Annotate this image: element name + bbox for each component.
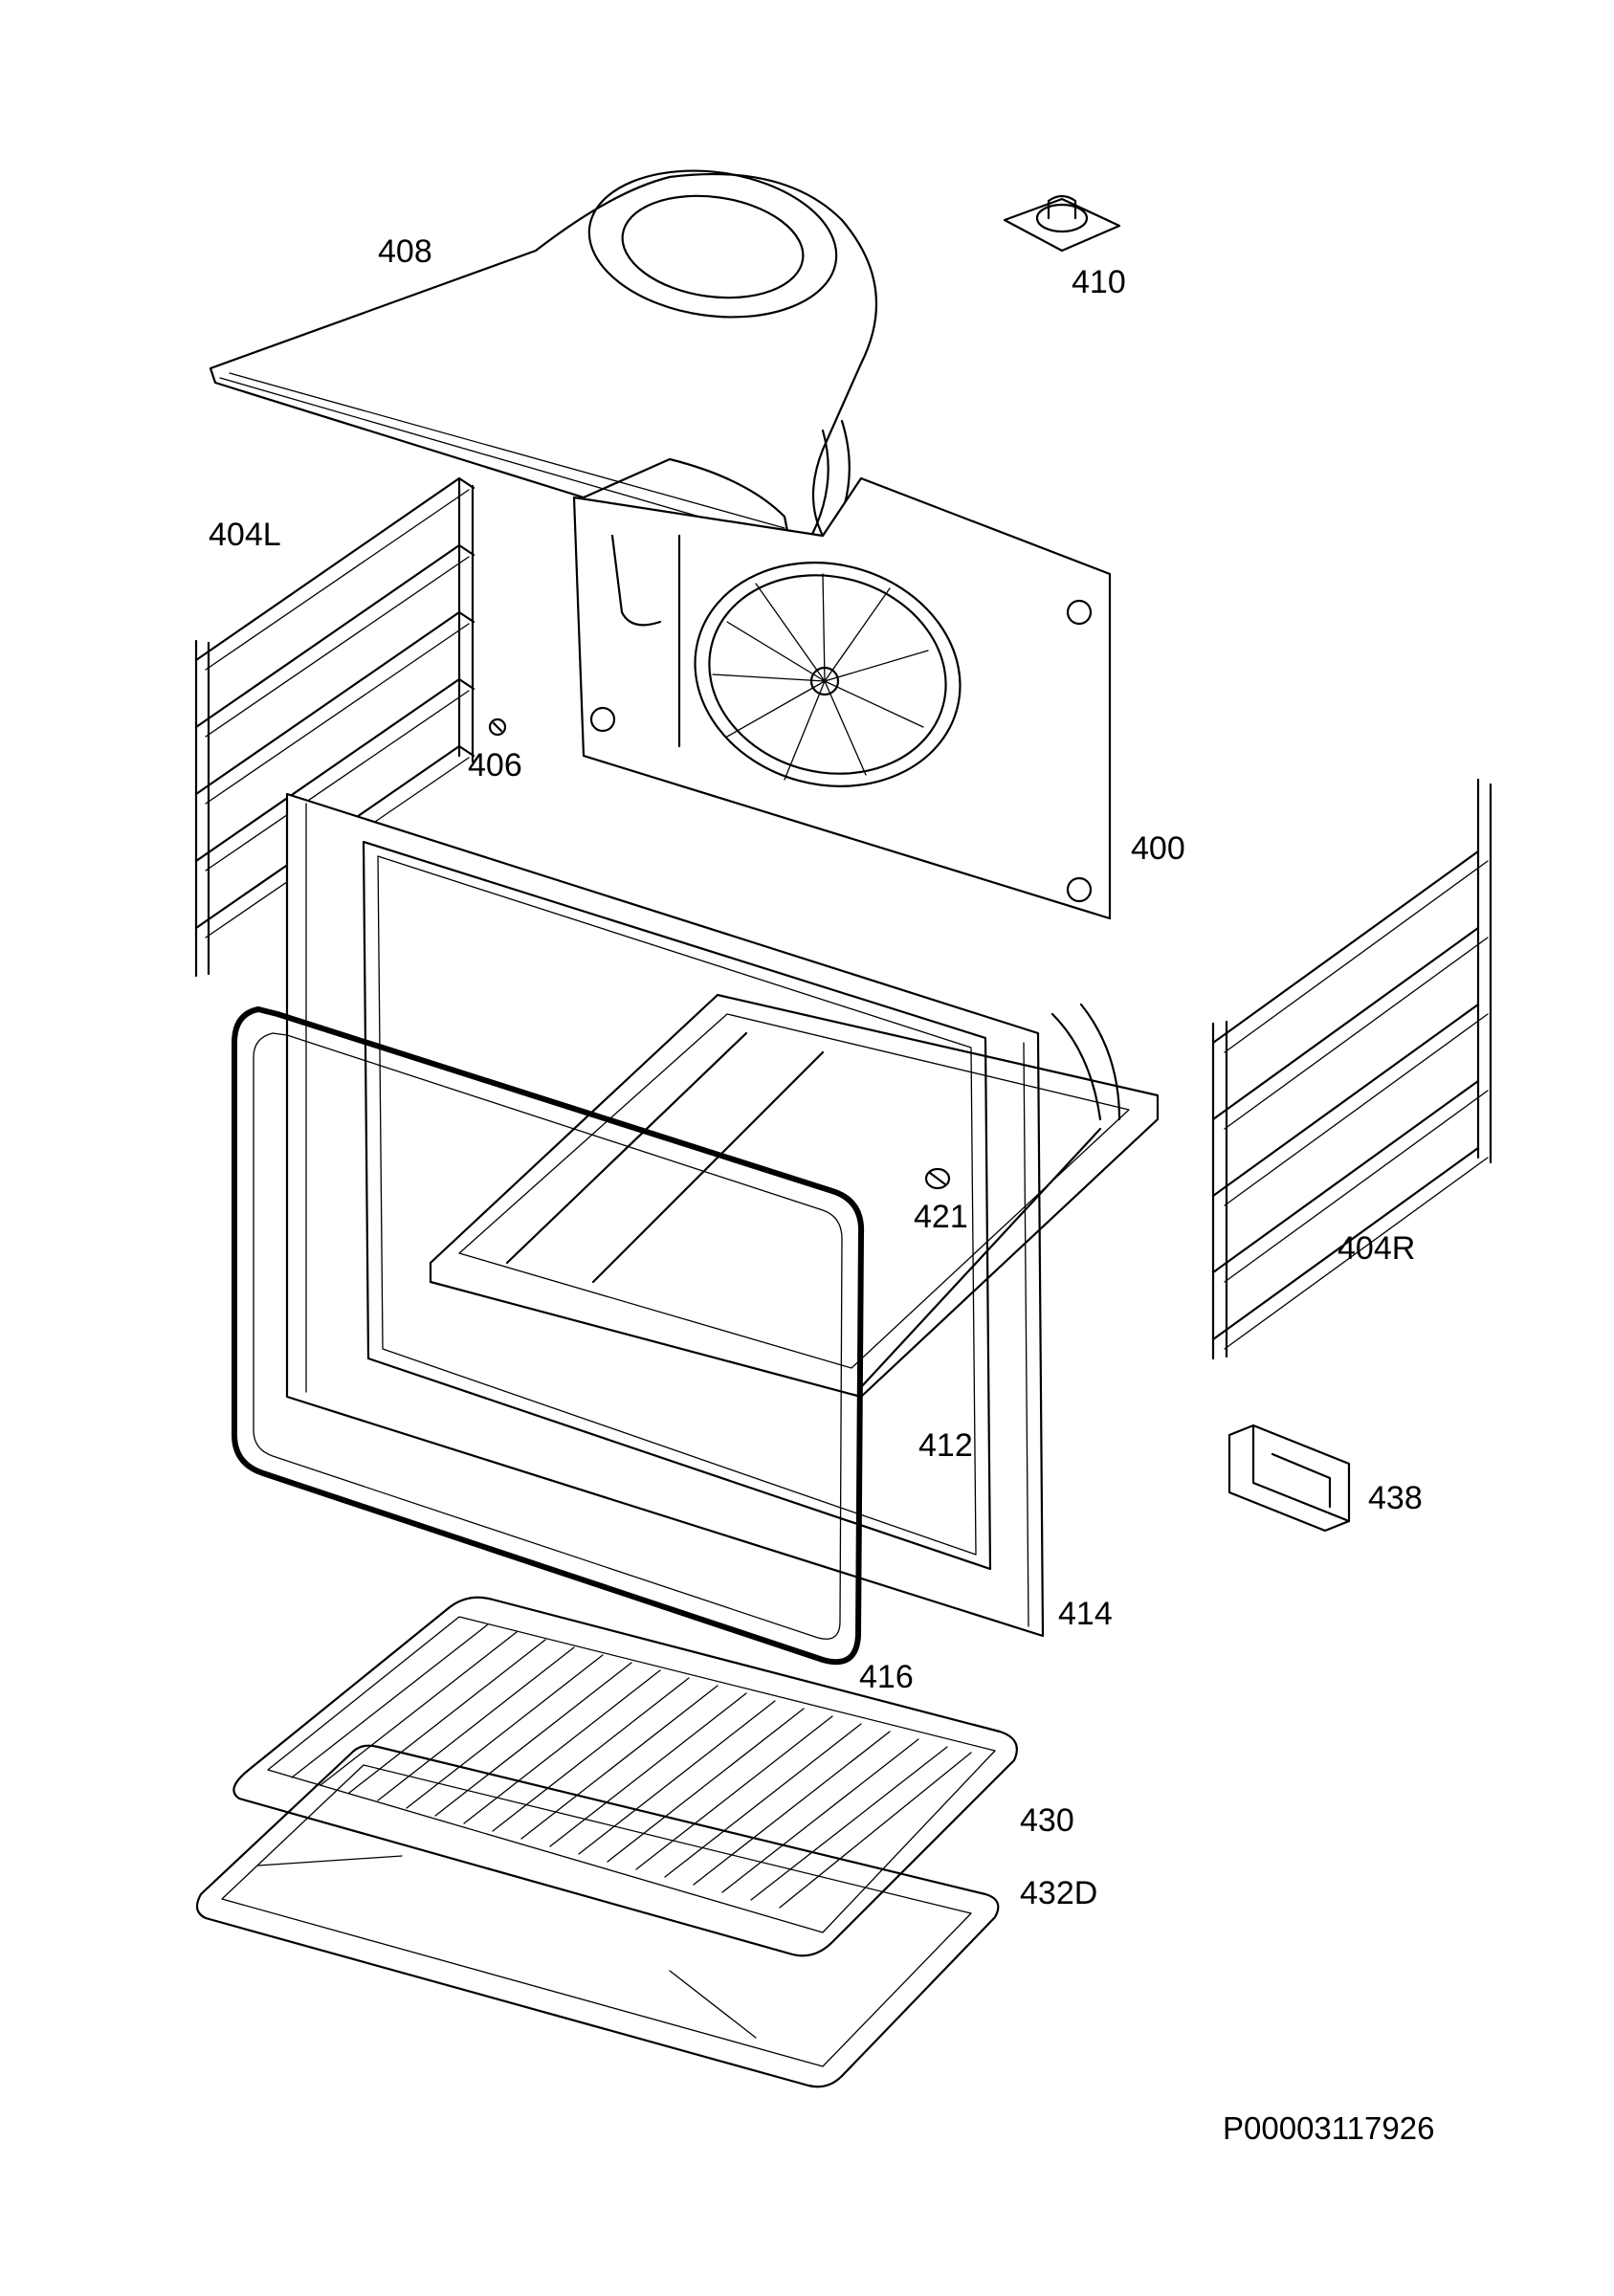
- callout-404L: 404L: [209, 517, 281, 553]
- part-412-cavity-rails: [429, 993, 1160, 1399]
- callout-410: 410: [1072, 264, 1126, 300]
- callout-430: 430: [1020, 1802, 1074, 1839]
- part-406-screw: [488, 718, 507, 737]
- part-421-lamp-holder: [924, 1167, 951, 1190]
- part-414-front-frame: [285, 792, 1045, 1638]
- callout-438: 438: [1368, 1480, 1423, 1516]
- part-432D-drip-tray: [195, 1744, 1000, 2088]
- part-416-door-gasket: [232, 1006, 865, 1666]
- part-438-hinge-receiver: [1227, 1424, 1351, 1533]
- part-404L-left-shelf-support: [194, 476, 475, 978]
- drawing-code: P00003117926: [1223, 2110, 1435, 2146]
- callout-412: 412: [918, 1427, 973, 1464]
- callout-432D: 432D: [1020, 1875, 1098, 1911]
- callout-416: 416: [859, 1659, 914, 1695]
- part-408-fan-cover: [209, 169, 878, 568]
- callout-406: 406: [468, 747, 522, 784]
- part-400-rear-panel: [572, 476, 1112, 920]
- callout-414: 414: [1058, 1596, 1113, 1632]
- callout-408: 408: [378, 233, 432, 270]
- callout-421: 421: [914, 1199, 968, 1235]
- callout-400: 400: [1131, 830, 1185, 867]
- part-410-motor-mount: [1003, 194, 1121, 253]
- callout-404R: 404R: [1338, 1230, 1416, 1267]
- part-430-grill-rack: [232, 1596, 1018, 1957]
- part-404R-right-shelf-support: [1211, 778, 1492, 1360]
